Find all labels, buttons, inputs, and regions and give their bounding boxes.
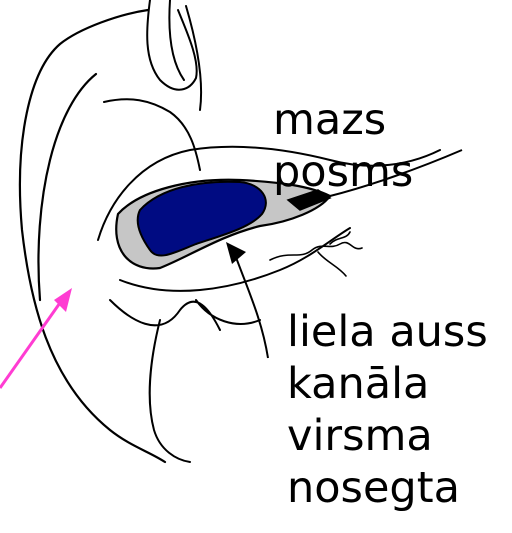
large-surface-line-2: kanāla — [287, 358, 488, 410]
large-surface-line-4: nosegta — [287, 462, 488, 514]
tragus-outline — [110, 300, 260, 462]
large-surface-line-3: virsma — [287, 410, 488, 462]
small-segment-line-2: posms — [273, 146, 413, 198]
large-surface-arrowhead — [226, 242, 246, 264]
small-segment-label: mazs posms — [273, 94, 413, 198]
helix-fold — [147, 0, 201, 110]
large-surface-arrow — [234, 252, 268, 358]
magenta-pointer-line — [0, 300, 62, 388]
small-segment-line-1: mazs — [273, 94, 413, 146]
large-surface-line-1: liela auss — [287, 306, 488, 358]
large-surface-label: liela auss kanāla virsma nosegta — [287, 306, 488, 514]
